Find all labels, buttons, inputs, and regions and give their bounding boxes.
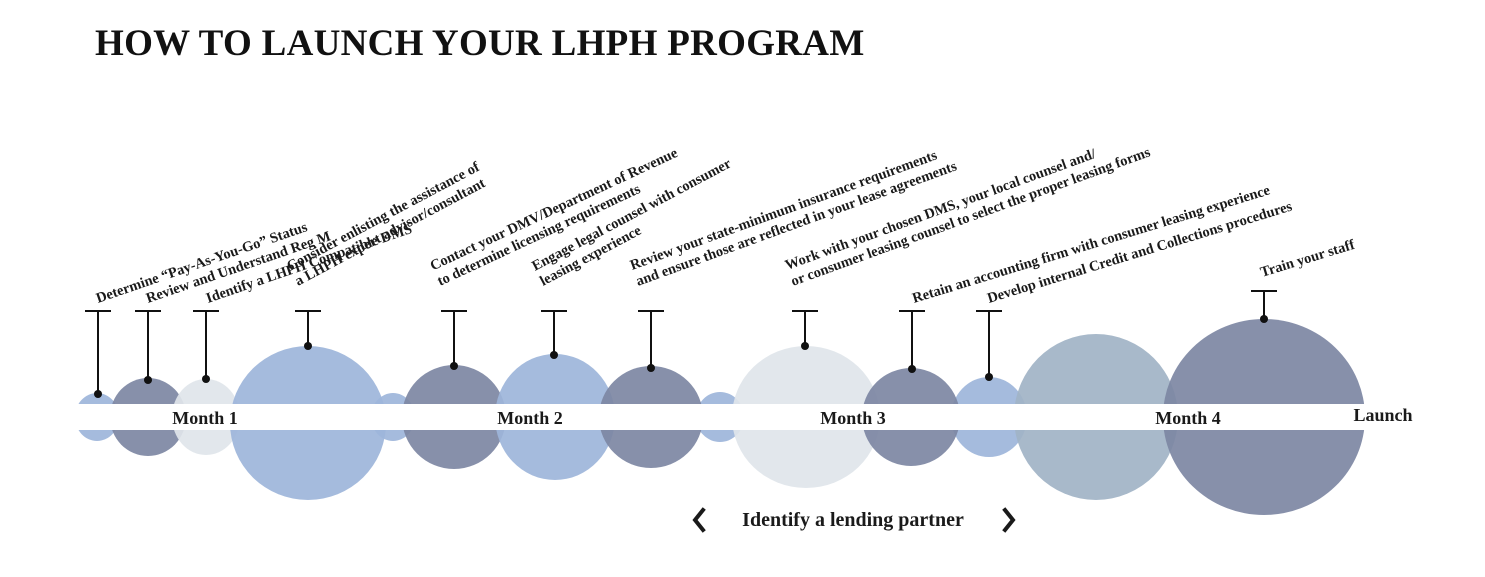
marker-dot bbox=[1260, 315, 1268, 323]
step-marker-1 bbox=[85, 310, 111, 398]
marker-dot bbox=[144, 376, 152, 384]
step-label-line: Review your state-minimum insurance requ… bbox=[628, 147, 940, 273]
page-title: HOW TO LAUNCH YOUR LHPH PROGRAM bbox=[95, 23, 865, 64]
chevron-right-icon[interactable] bbox=[1002, 507, 1016, 533]
step-marker-2 bbox=[135, 310, 161, 384]
month-label-4: Month 4 bbox=[1155, 408, 1221, 428]
marker-dot bbox=[647, 364, 655, 372]
step-marker-5 bbox=[441, 310, 467, 370]
marker-dot bbox=[550, 351, 558, 359]
step-label-line: Determine “Pay-As-You-Go” Status bbox=[94, 219, 310, 307]
step-markers bbox=[85, 290, 1277, 398]
step-label-line: Develop internal Credit and Collections … bbox=[985, 199, 1294, 307]
step-label-1: Determine “Pay-As-You-Go” Status bbox=[94, 219, 310, 307]
marker-dot bbox=[450, 362, 458, 370]
step-label-line: Train your staff bbox=[1258, 237, 1356, 281]
step-marker-7 bbox=[638, 310, 664, 372]
marker-dot bbox=[985, 373, 993, 381]
step-marker-10 bbox=[976, 310, 1002, 381]
timeline-band bbox=[75, 404, 1395, 430]
month-label-3: Month 3 bbox=[820, 408, 886, 428]
step-marker-9 bbox=[899, 310, 925, 373]
step-marker-3 bbox=[193, 310, 219, 383]
step-label-10: Develop internal Credit and Collections … bbox=[985, 199, 1294, 307]
month-label-2: Month 2 bbox=[497, 408, 563, 428]
marker-dot bbox=[304, 342, 312, 350]
step-marker-8 bbox=[792, 310, 818, 350]
step-marker-11 bbox=[1251, 290, 1277, 323]
lending-partner-nav: Identify a lending partner bbox=[692, 507, 1016, 533]
step-marker-6 bbox=[541, 310, 567, 359]
marker-dot bbox=[94, 390, 102, 398]
marker-dot bbox=[202, 375, 210, 383]
step-label-11: Train your staff bbox=[1258, 237, 1356, 281]
marker-dot bbox=[908, 365, 916, 373]
step-marker-4 bbox=[295, 310, 321, 350]
lending-partner-label: Identify a lending partner bbox=[742, 509, 964, 531]
chevron-left-icon[interactable] bbox=[692, 507, 706, 533]
month-label-1: Month 1 bbox=[172, 408, 238, 428]
marker-dot bbox=[801, 342, 809, 350]
launch-label: Launch bbox=[1353, 405, 1412, 425]
